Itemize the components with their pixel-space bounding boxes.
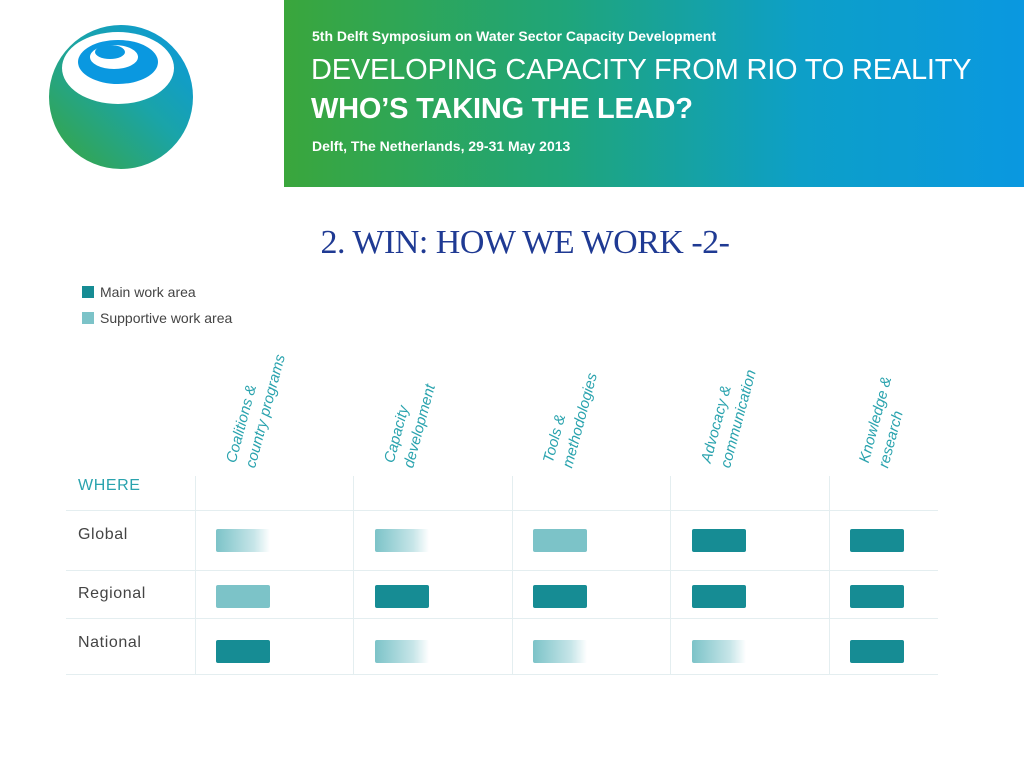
legend-label-main: Main work area — [100, 284, 196, 300]
grid-line — [66, 618, 938, 619]
row-label-regional: Regional — [78, 585, 146, 602]
grid-line — [66, 674, 938, 675]
cell-regional-tools — [533, 585, 587, 608]
grid-line — [829, 476, 830, 674]
grid-line — [512, 476, 513, 674]
headline-secondary: WHO’S TAKING THE LEAD? — [311, 93, 693, 125]
grid-line — [66, 510, 938, 511]
grid-line — [353, 476, 354, 674]
cell-global-knowledge — [850, 529, 904, 552]
cell-national-tools — [533, 640, 587, 663]
column-header-capacity: Capacity development — [380, 296, 443, 469]
grid-line — [66, 570, 938, 571]
headline-primary: DEVELOPING CAPACITY FROM RIO TO REALITY — [311, 54, 972, 86]
cell-national-advocacy — [692, 640, 746, 663]
cell-global-coalitions — [216, 529, 270, 552]
cell-national-capacity — [375, 640, 429, 663]
column-header-tools: Tools & methodologies — [539, 296, 602, 470]
cell-regional-knowledge — [850, 585, 904, 608]
cell-regional-coalitions — [216, 585, 270, 608]
symposium-logo — [49, 25, 193, 169]
legend-item-supportive: Supportive work area — [82, 305, 232, 331]
slide-title: 2. WIN: HOW WE WORK -2- — [320, 224, 730, 261]
cell-global-capacity — [375, 529, 429, 552]
cell-regional-advocacy — [692, 585, 746, 608]
legend-swatch-supportive — [82, 312, 94, 324]
location-date: Delft, The Netherlands, 29-31 May 2013 — [312, 138, 571, 154]
column-header-knowledge: Knowledge & research — [855, 296, 918, 470]
grid-line — [670, 476, 671, 674]
cell-regional-capacity — [375, 585, 429, 608]
row-label-global: Global — [78, 526, 128, 543]
symposium-name: 5th Delft Symposium on Water Sector Capa… — [312, 28, 717, 44]
where-label: WHERE — [78, 477, 141, 494]
grid-line — [195, 476, 196, 674]
cell-national-knowledge — [850, 640, 904, 663]
row-label-national: National — [78, 634, 142, 651]
cell-global-tools — [533, 529, 587, 552]
legend-item-main: Main work area — [82, 279, 232, 305]
cell-national-coalitions — [216, 640, 270, 663]
header-banner: 5th Delft Symposium on Water Sector Capa… — [284, 0, 1024, 187]
legend-swatch-main — [82, 286, 94, 298]
legend: Main work area Supportive work area — [82, 279, 232, 331]
column-header-advocacy: Advocacy & communication — [697, 296, 760, 470]
legend-label-supportive: Supportive work area — [100, 310, 233, 326]
cell-global-advocacy — [692, 529, 746, 552]
